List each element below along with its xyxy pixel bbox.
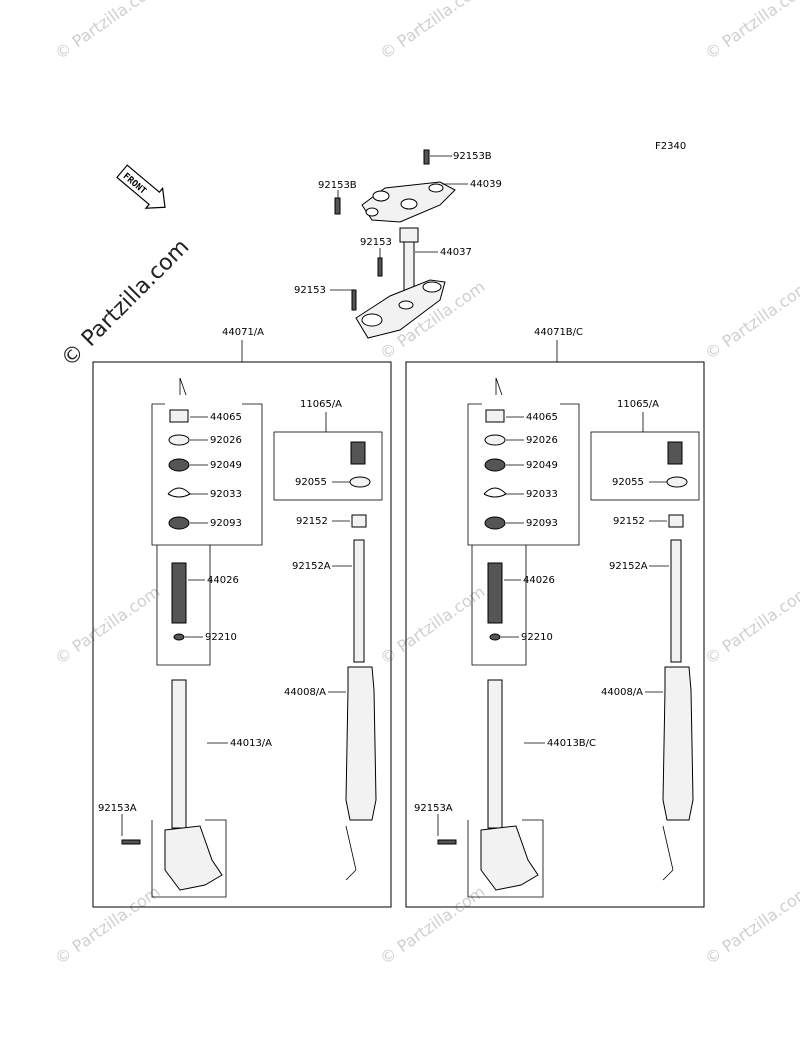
spring-44026 [487, 562, 503, 624]
oil-seal-92093 [484, 516, 506, 530]
watermark: © Partzilla.com [701, 582, 800, 668]
cartridge-box-label: 11065/A [300, 399, 342, 410]
o-ring-92210 [173, 633, 185, 641]
partzilla-watermark-main: © Partzilla.com [57, 235, 195, 373]
left-fork-group: 44071/A 44065 92026 92049 92033 [92, 327, 392, 908]
cartridge-box-label: 11065/A [617, 399, 659, 410]
part-label: 92049 [210, 460, 242, 471]
part-label: 44013/A [230, 738, 272, 749]
part-label: 44008/A [601, 687, 643, 698]
rod-92152a [353, 539, 365, 663]
steering-stem-assembly: 92153B 92153B 44039 92153 44037 92153 [294, 149, 502, 339]
part-label: 92153A [414, 803, 453, 814]
part-label-92153b: 92153B [318, 180, 357, 191]
bolt-92153a [437, 839, 457, 845]
part-label: 92210 [205, 632, 237, 643]
collar-44065 [485, 409, 505, 423]
cap-92152 [351, 514, 367, 528]
watermark: © Partzilla.com [376, 0, 488, 63]
part-label: 92152 [296, 516, 328, 527]
bolt-92153b [334, 197, 341, 215]
part-label: 92152 [613, 516, 645, 527]
o-ring-92210 [489, 633, 501, 641]
clip-92033 [483, 487, 507, 498]
part-label: 92033 [210, 489, 242, 500]
part-label: 92049 [526, 460, 558, 471]
part-label: 44065 [526, 412, 558, 423]
washer-92026 [484, 434, 506, 446]
rod-92152a [670, 539, 682, 663]
part-label-44039: 44039 [470, 179, 502, 190]
front-arrow-icon: FRONT [116, 164, 166, 209]
collar-44065 [169, 409, 189, 423]
part-label: 92153A [98, 803, 137, 814]
spring-44026 [171, 562, 187, 624]
o-ring-92055 [349, 476, 371, 488]
damper-cap [667, 441, 683, 465]
bolt-92153a [121, 839, 141, 845]
part-label: 44065 [210, 412, 242, 423]
watermark-layer: © Partzilla.com © Partzilla.com © Partzi… [51, 0, 800, 968]
part-label: 92055 [295, 477, 327, 488]
watermark: © Partzilla.com [51, 882, 163, 968]
assembly-label-44071b-c: 44071B/C [534, 327, 583, 338]
part-label: 92210 [521, 632, 553, 643]
watermark: © Partzilla.com [51, 0, 163, 63]
inner-tube-44013b-c [487, 679, 503, 829]
outer-tube-44008-a [662, 666, 694, 821]
clip-92033 [167, 487, 191, 498]
part-label: 92152A [292, 561, 331, 572]
watermark: © Partzilla.com [701, 882, 800, 968]
watermark: © Partzilla.com [51, 582, 163, 668]
left-fork-frame [92, 361, 392, 908]
figure-code: F2340 [655, 141, 686, 152]
part-label: 92152A [609, 561, 648, 572]
bolt-92153b [423, 149, 430, 165]
part-label-44037: 44037 [440, 247, 472, 258]
part-label: 92026 [210, 435, 242, 446]
damper-cap [350, 441, 366, 465]
part-label: 92033 [526, 489, 558, 500]
assembly-label-44071-a: 44071/A [222, 327, 264, 338]
watermark: © Partzilla.com [376, 882, 488, 968]
bolt-92153 [377, 257, 383, 277]
outer-tube-44008-a [345, 666, 377, 821]
right-fork-frame [405, 361, 705, 908]
cap-92152 [668, 514, 684, 528]
seal-92049 [484, 458, 506, 472]
part-label: 92093 [210, 518, 242, 529]
part-label-92153: 92153 [360, 237, 392, 248]
part-label: 44026 [523, 575, 555, 586]
cartridge-box [590, 431, 700, 501]
part-label: 44013B/C [547, 738, 596, 749]
o-ring-92055 [666, 476, 688, 488]
seal-92049 [168, 458, 190, 472]
right-fork-group: 44071B/C 44065 92026 92049 92033 92093 4… [405, 327, 705, 908]
part-label: 44008/A [284, 687, 326, 698]
washer-92026 [168, 434, 190, 446]
oil-seal-92093 [168, 516, 190, 530]
axle-bracket [480, 825, 539, 891]
part-label: 92055 [612, 477, 644, 488]
part-label: 92026 [526, 435, 558, 446]
cartridge-box [273, 431, 383, 501]
part-label: 44026 [207, 575, 239, 586]
watermark: © Partzilla.com [701, 0, 800, 63]
part-label: 92093 [526, 518, 558, 529]
watermark: © Partzilla.com [701, 277, 800, 363]
part-label-92153b: 92153B [453, 151, 492, 162]
bolt-92153 [351, 289, 357, 311]
axle-bracket [164, 825, 223, 891]
part-label-92153: 92153 [294, 285, 326, 296]
inner-tube-44013-a [171, 679, 187, 829]
